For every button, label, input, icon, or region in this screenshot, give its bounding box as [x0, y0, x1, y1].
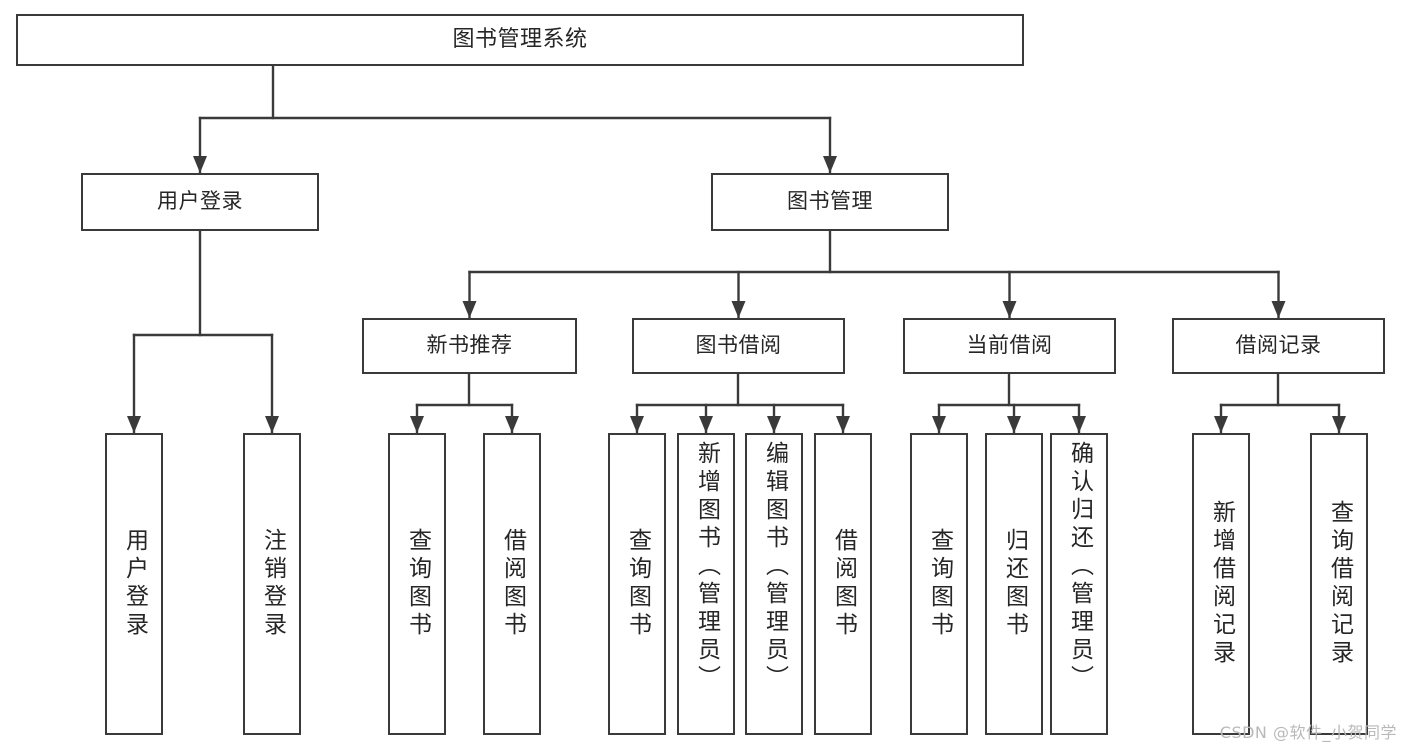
node-l-borrow-book-2: 借阅图书: [814, 433, 872, 735]
arrowhead-icon: [767, 416, 781, 433]
node-l-confirm-return: 确认归还（管理员）: [1050, 433, 1108, 735]
arrowhead-icon: [1271, 301, 1286, 318]
node-l-edit-book: 编辑图书（管理员）: [745, 433, 803, 735]
node-l-add-book: 新增图书（管理员）: [677, 433, 735, 735]
node-label: 借阅记录: [1235, 333, 1322, 358]
node-label: 图书借阅: [695, 333, 782, 358]
arrowhead-icon: [410, 416, 424, 433]
node-l-query-book-2: 查询图书: [608, 433, 666, 735]
node-label: 当前借阅: [966, 333, 1053, 358]
arrowhead-icon: [1214, 416, 1228, 433]
arrowhead-icon: [462, 301, 477, 318]
arrowhead-icon: [1072, 416, 1086, 433]
node-l-query-record: 查询借阅记录: [1310, 433, 1368, 735]
node-label: 查询借阅记录: [1326, 500, 1353, 668]
node-n-current: 当前借阅: [903, 318, 1116, 374]
node-l-query-book-1: 查询图书: [388, 433, 446, 735]
node-label: 确认归还（管理员）: [1066, 441, 1093, 693]
node-label: 图书管理: [787, 189, 873, 214]
arrowhead-icon: [932, 416, 946, 433]
arrowhead-icon: [505, 416, 519, 433]
node-label: 用户登录: [157, 189, 243, 214]
arrowhead-icon: [1007, 416, 1021, 433]
node-label: 新增借阅记录: [1208, 500, 1235, 668]
node-l-borrow-book-1: 借阅图书: [483, 433, 541, 735]
node-label: 归还图书: [1001, 528, 1028, 640]
node-n-book-mgmt: 图书管理: [711, 173, 949, 231]
node-label: 查询图书: [624, 528, 651, 640]
node-n-records: 借阅记录: [1172, 318, 1385, 374]
arrowhead-icon: [193, 156, 207, 173]
arrowhead-icon: [699, 416, 713, 433]
arrowhead-icon: [1332, 416, 1346, 433]
node-n-borrow: 图书借阅: [632, 318, 845, 374]
node-n-new-rec: 新书推荐: [362, 318, 577, 374]
node-label: 图书管理系统: [452, 26, 588, 52]
node-label: 编辑图书（管理员）: [761, 441, 788, 693]
node-n-user-login: 用户登录: [81, 173, 319, 231]
watermark-label: CSDN @软件_小贺同学: [1219, 723, 1397, 742]
node-l-logout: 注销登录: [243, 433, 301, 735]
node-label: 借阅图书: [830, 528, 857, 640]
arrowhead-icon: [630, 416, 644, 433]
arrowhead-icon: [823, 156, 837, 173]
node-label: 查询图书: [926, 528, 953, 640]
node-label: 借阅图书: [499, 528, 526, 640]
node-label: 新书推荐: [426, 333, 513, 358]
node-l-query-book-3: 查询图书: [910, 433, 968, 735]
node-label: 新增图书（管理员）: [693, 441, 720, 693]
arrowhead-icon: [1002, 301, 1017, 318]
arrowhead-icon: [127, 416, 141, 433]
node-label: 用户登录: [121, 528, 148, 640]
node-l-add-record: 新增借阅记录: [1192, 433, 1250, 735]
node-l-user-login: 用户登录: [105, 433, 163, 735]
arrowhead-icon: [265, 416, 279, 433]
node-l-return-book: 归还图书: [985, 433, 1043, 735]
arrowhead-icon: [731, 301, 746, 318]
node-root: 图书管理系统: [16, 14, 1024, 66]
node-label: 注销登录: [259, 528, 286, 640]
node-label: 查询图书: [404, 528, 431, 640]
arrowhead-icon: [836, 416, 850, 433]
